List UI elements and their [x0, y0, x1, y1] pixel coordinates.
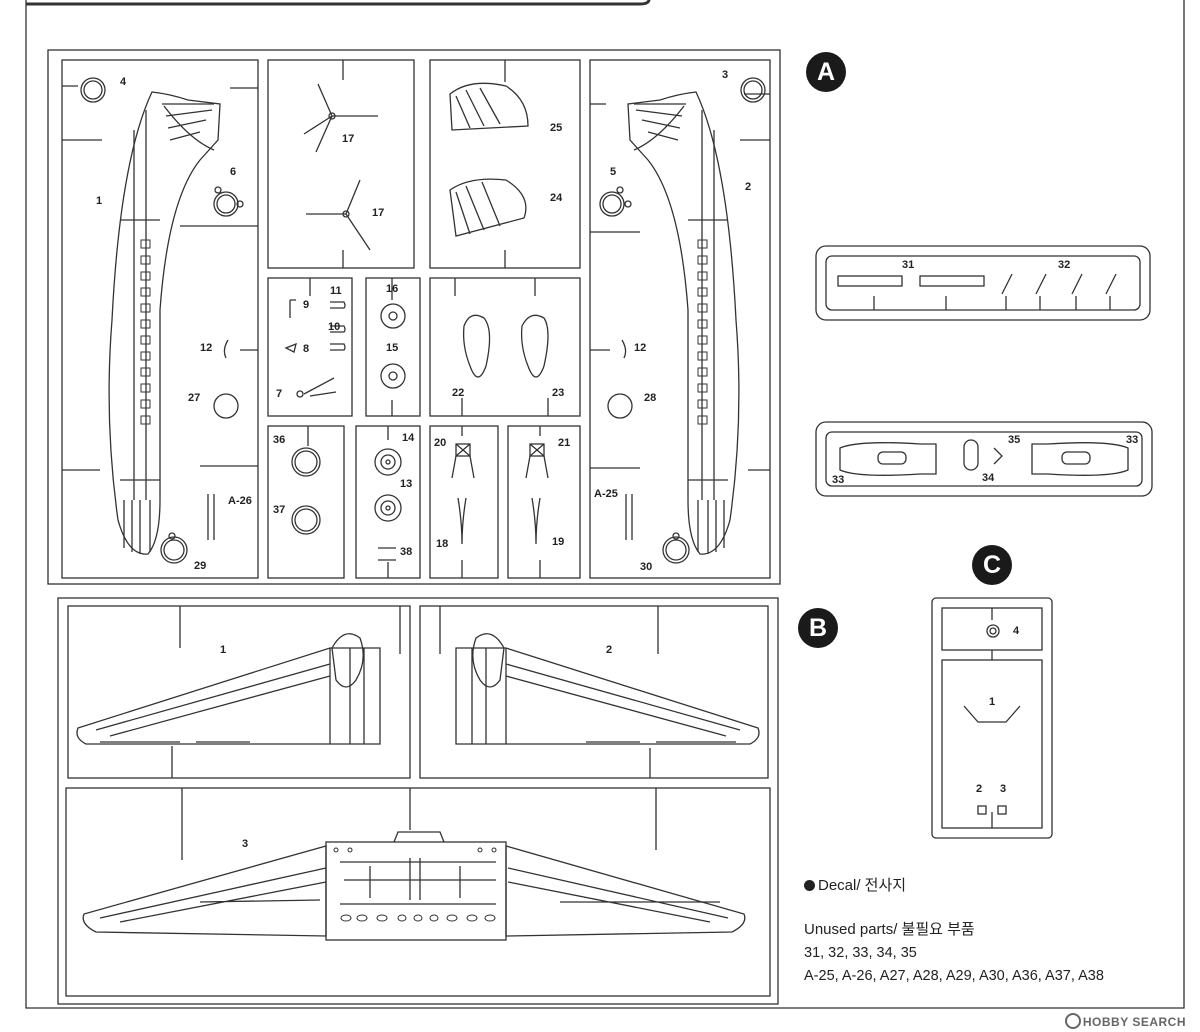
part-label: 8 [303, 343, 310, 355]
part-label: 14 [402, 432, 415, 444]
part-label: A-26 [228, 495, 252, 507]
ring-parts [80, 77, 766, 564]
part-label: 1 [220, 644, 227, 656]
fuselage-half-right [627, 91, 740, 555]
part-label: 28 [644, 392, 657, 404]
part-label: 5 [610, 166, 617, 178]
sprue-a-extra-2 [815, 421, 1153, 497]
part-label: 32 [1058, 259, 1071, 271]
unused-parts-list: 31, 32, 33, 34, 35 A-25, A-26, A27, A28,… [804, 942, 1104, 988]
sprue-c-frame [931, 597, 1053, 839]
wing-left [76, 633, 381, 745]
part-label: 1 [989, 696, 996, 708]
sprue-a-extra-1 [815, 245, 1151, 321]
part-label: 4 [1013, 625, 1020, 637]
part-label: 4 [120, 76, 127, 88]
unused-parts-line: 31, 32, 33, 34, 35 [804, 945, 917, 961]
part-label: 9 [303, 299, 310, 311]
part-label: 7 [276, 388, 283, 400]
part-label: 6 [230, 166, 237, 178]
part-label: 15 [386, 342, 399, 354]
wing-right [455, 633, 760, 745]
fuselage-half-left [108, 91, 221, 555]
propeller-parts [303, 83, 378, 251]
sprue-b-badge: B [798, 608, 838, 648]
part-label: 17 [342, 133, 355, 145]
small-parts [223, 299, 627, 398]
part-label: 13 [400, 478, 413, 490]
part-label: 30 [640, 561, 653, 573]
part-label: A-25 [594, 488, 618, 500]
part-label: 16 [386, 283, 399, 295]
part-label: 25 [550, 122, 563, 134]
part-label: 3 [1000, 783, 1007, 795]
sprue-a-badge: A [806, 52, 846, 92]
part-label: 12 [634, 342, 647, 354]
part-label: 33 [1126, 434, 1139, 446]
part-label: 12 [200, 342, 213, 354]
part-label: 2 [976, 783, 983, 795]
watermark: HOBBY SEARCH [1064, 1013, 1186, 1029]
part-label: 10 [328, 321, 341, 333]
part-label: 38 [400, 546, 413, 558]
part-label: 3 [722, 69, 729, 81]
part-label: 37 [273, 504, 286, 516]
part-label: 33 [832, 474, 845, 486]
canopy-parts [462, 314, 549, 378]
part-label: 18 [436, 538, 449, 550]
part-label: 29 [194, 560, 207, 572]
unused-parts-title: Unused parts/ 불필요 부품 [804, 921, 975, 938]
part-label: 34 [982, 472, 995, 484]
part-label: 17 [372, 207, 385, 219]
sprue-c-badge: C [972, 545, 1012, 585]
part-label: 3 [242, 838, 249, 850]
part-label: 23 [552, 387, 565, 399]
part-label: 24 [550, 192, 563, 204]
part-label: 19 [552, 536, 565, 548]
landing-gear-parts [451, 443, 549, 545]
wheel-parts [374, 448, 402, 561]
part-label: 21 [558, 437, 571, 449]
sprue-b-frame [57, 597, 779, 1005]
unused-parts-line: A-25, A-26, A27, A28, A29, A30, A36, A37… [804, 968, 1104, 984]
header-banner [26, 0, 651, 6]
wing-center [82, 831, 746, 941]
part-label: 1 [96, 195, 103, 207]
part-label: 36 [273, 434, 286, 446]
part-label: 35 [1008, 434, 1021, 446]
part-label: 27 [188, 392, 201, 404]
watermark-text: HOBBY SEARCH [1082, 1015, 1186, 1029]
decal-note: Decal/ 전사지 [804, 874, 906, 895]
part-label: 2 [606, 644, 613, 656]
part-label: 22 [452, 387, 465, 399]
watermark-logo-icon [1064, 1013, 1081, 1029]
sprue-a-frame [47, 49, 781, 585]
part-label: 2 [745, 181, 752, 193]
bullet-icon [804, 880, 815, 891]
decal-label: Decal/ 전사지 [818, 877, 907, 894]
part-label: 20 [434, 437, 447, 449]
part-label: 11 [330, 285, 342, 297]
page-border [25, 0, 1185, 1009]
cowling-parts [449, 82, 529, 237]
part-label: 31 [902, 259, 915, 271]
